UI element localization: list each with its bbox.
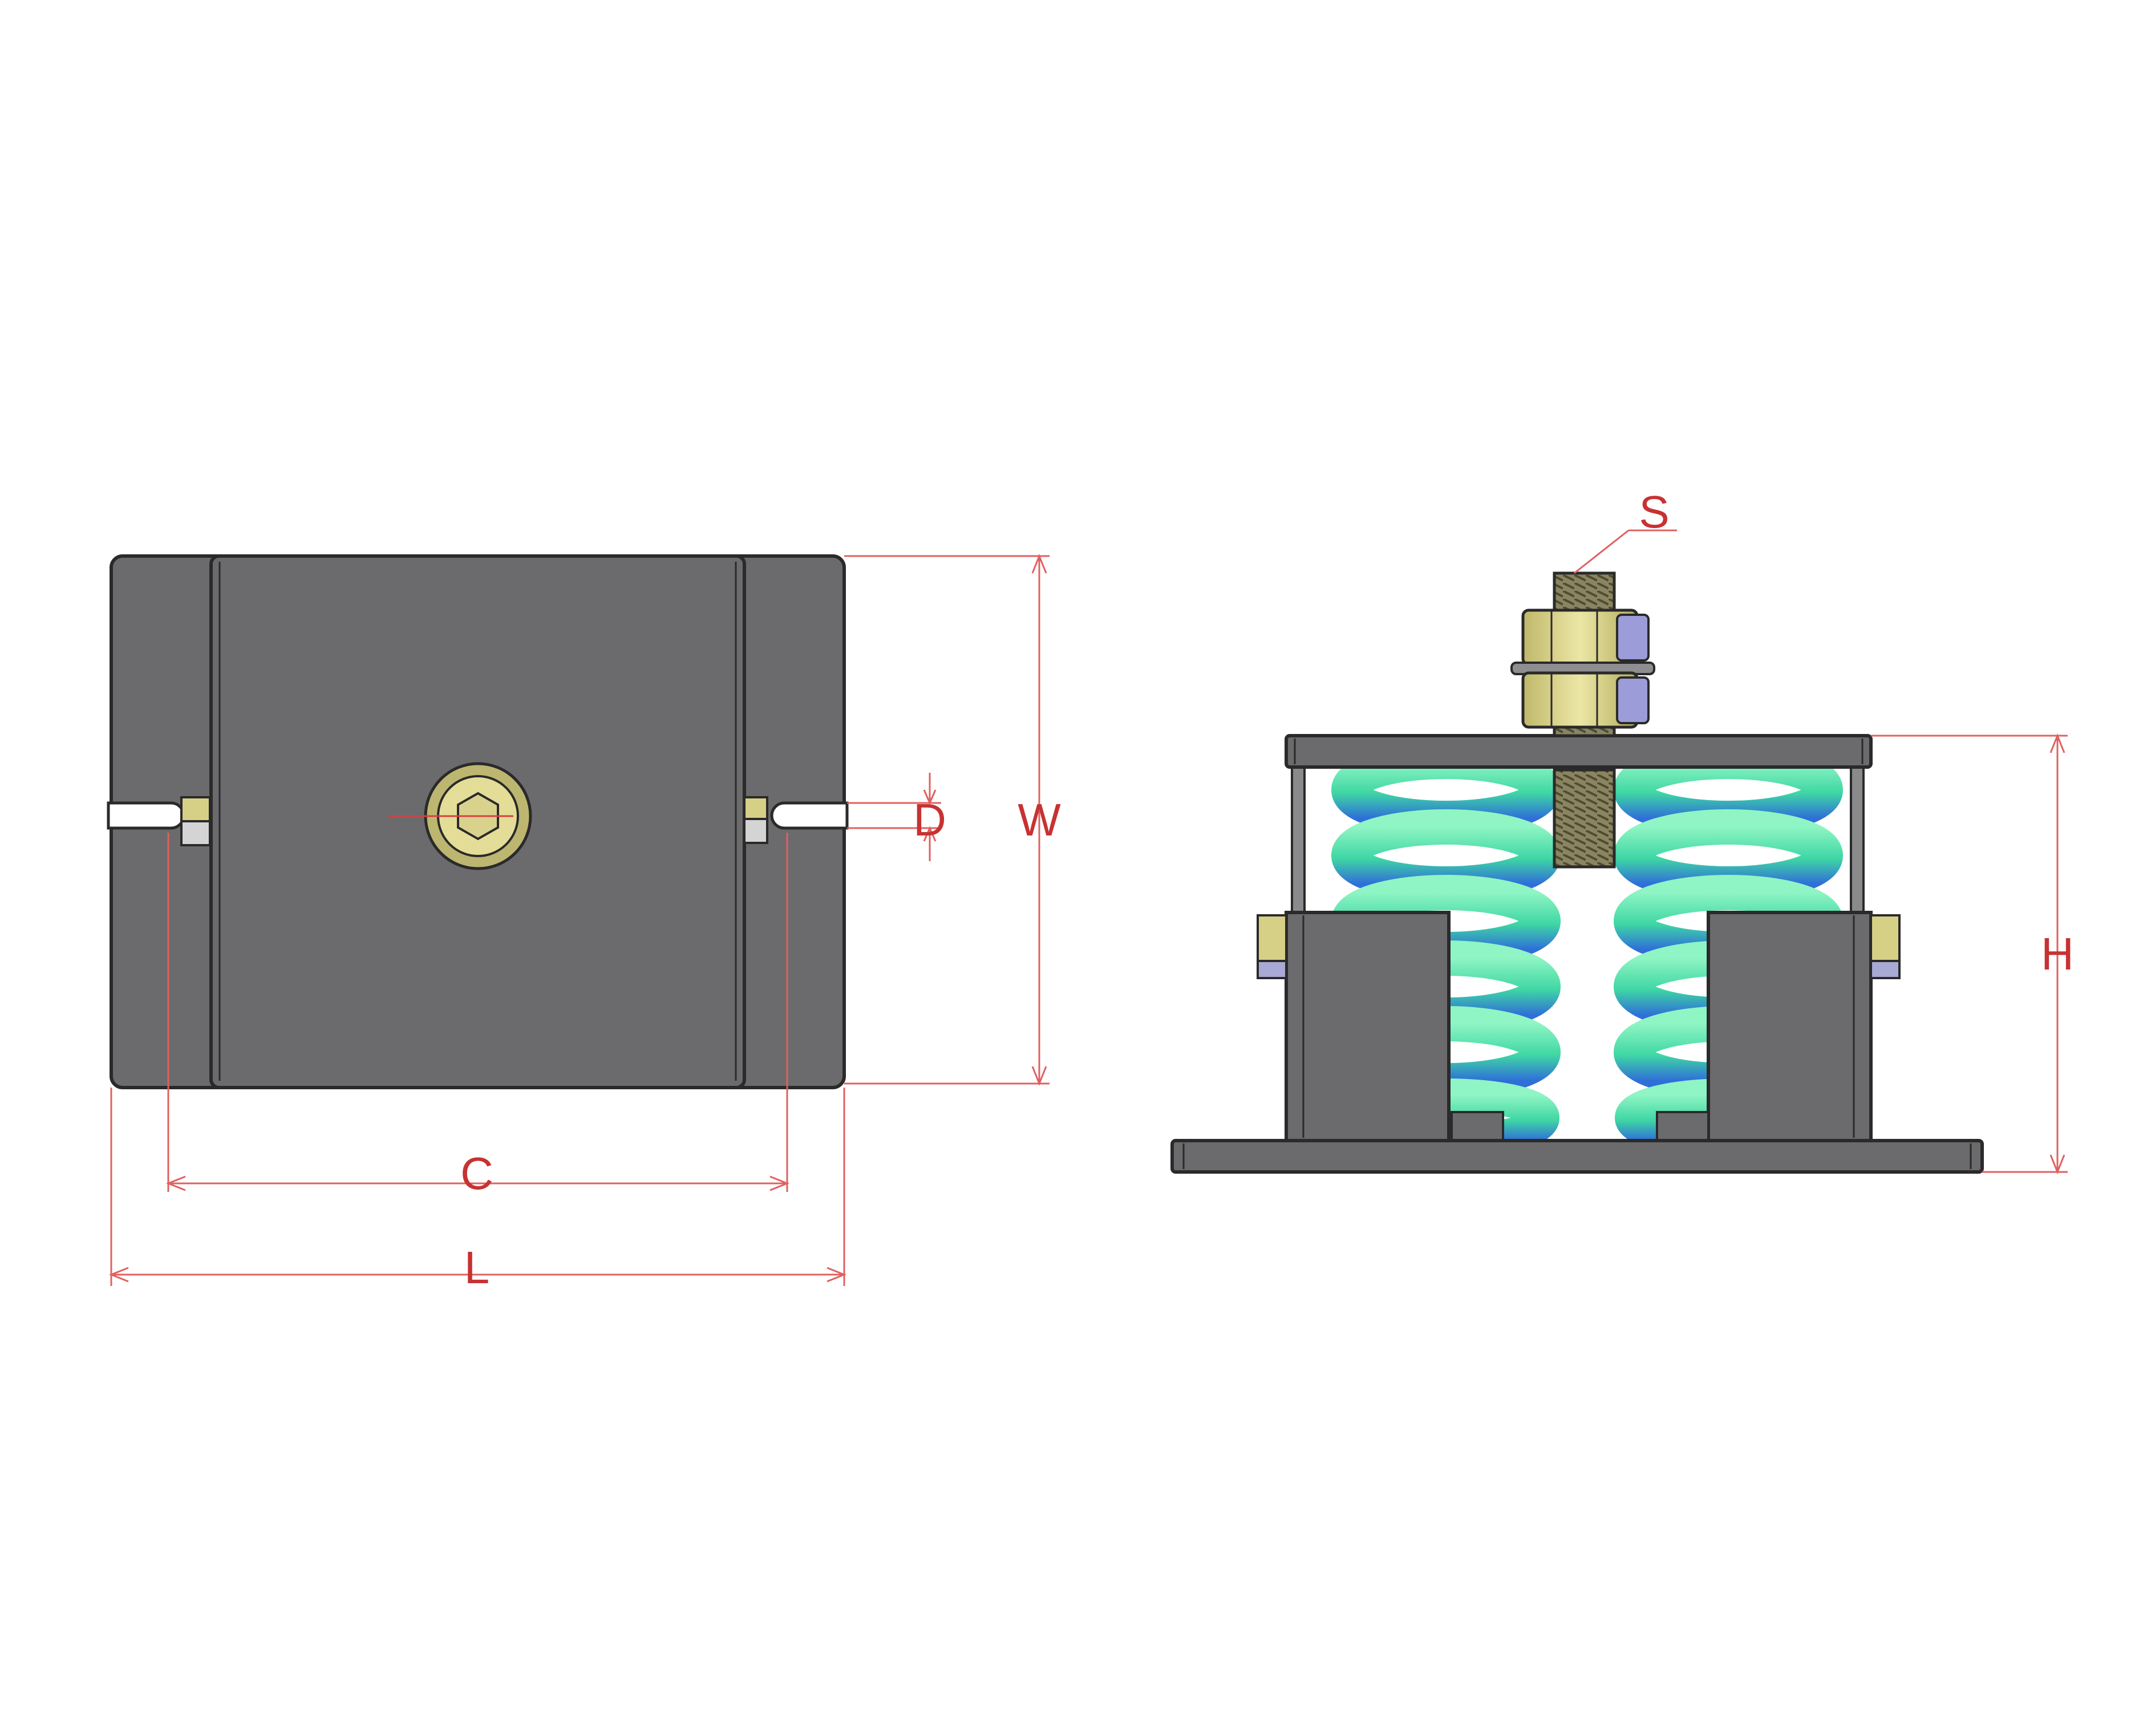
right-slot-bolt-icon (743, 796, 768, 844)
stud-nut-icon (1510, 609, 1655, 729)
top-view-dimensions (108, 553, 1050, 1286)
top-view (107, 554, 849, 1089)
side-view-dimensions (1574, 529, 2068, 1175)
left-side-bolt-icon (1257, 914, 1287, 979)
side-view-top-plate (1285, 734, 1873, 769)
left-mounting-slot (107, 801, 185, 830)
right-mounting-slot (770, 801, 849, 830)
dim-label-w: W (1018, 794, 1061, 845)
right-side-bolt-icon (1870, 914, 1901, 979)
side-view (1170, 571, 1984, 1174)
dim-label-s: S (1639, 486, 1669, 537)
left-slot-bolt-icon (180, 796, 211, 846)
dim-label-c: C (460, 1148, 493, 1199)
left-housing-block (1285, 911, 1451, 1142)
center-nut-icon (388, 762, 532, 870)
threaded-rod-lower (1553, 768, 1616, 869)
right-housing-block (1707, 911, 1873, 1142)
dim-label-h: H (2041, 928, 2074, 979)
dim-label-l: L (464, 1242, 490, 1293)
side-view-base-plate (1170, 1139, 1984, 1174)
dim-label-d: D (913, 794, 946, 845)
